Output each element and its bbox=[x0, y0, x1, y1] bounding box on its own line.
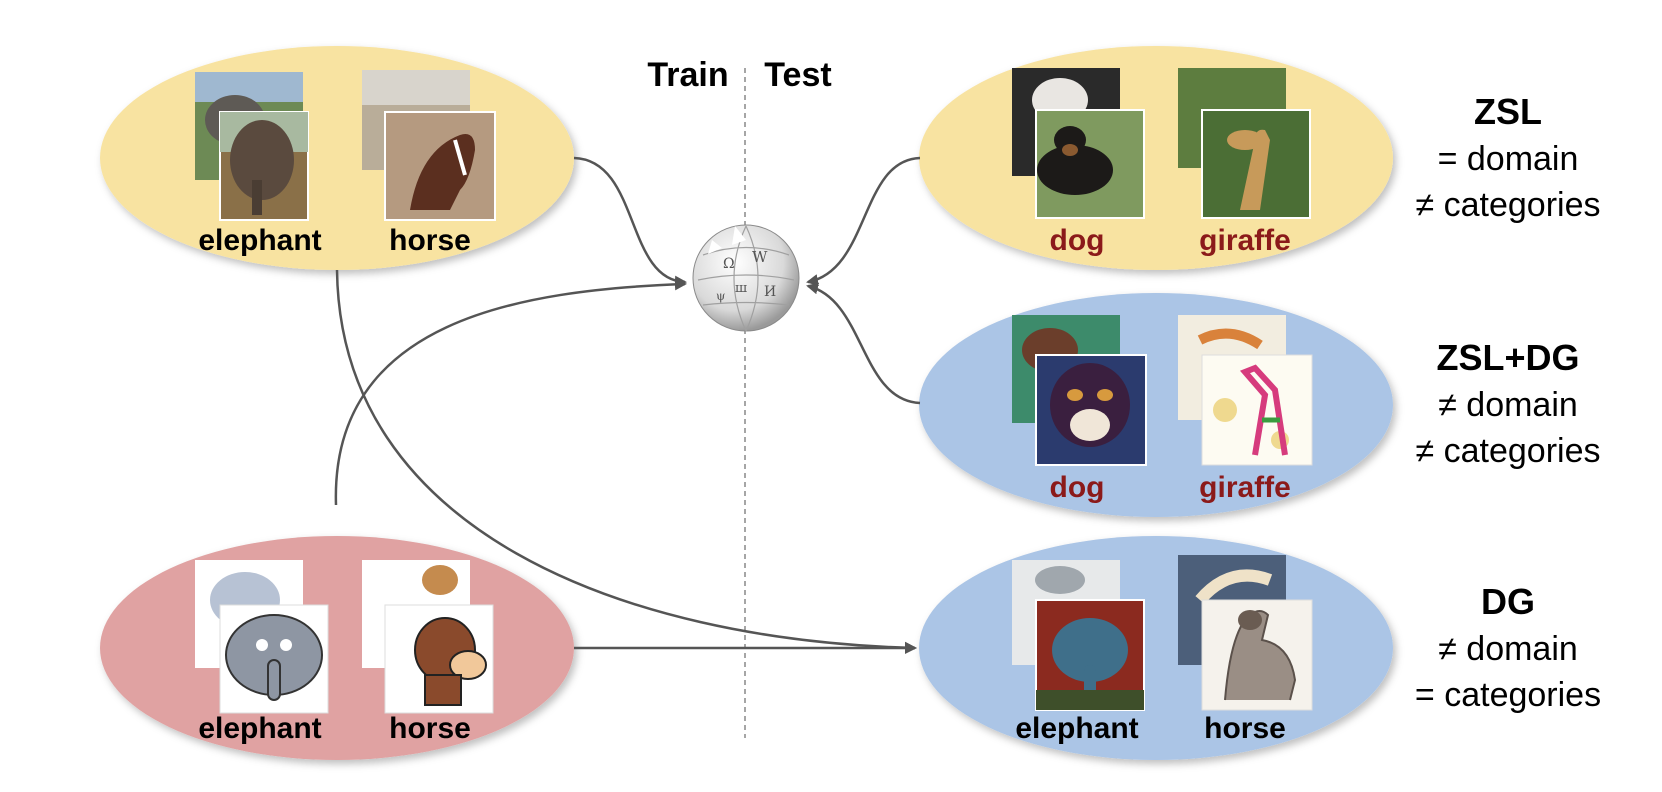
train-cartoon-label-elephant: elephant bbox=[198, 712, 321, 745]
train-cartoon-elephant-images bbox=[195, 560, 329, 714]
desc-zsl-line1: = domain bbox=[1438, 140, 1579, 178]
svg-text:ψ: ψ bbox=[716, 289, 725, 303]
test-zsl-dg-dog-images bbox=[1012, 315, 1147, 466]
test-dg-label-horse: horse bbox=[1204, 712, 1286, 745]
svg-text:W: W bbox=[752, 248, 768, 266]
desc-dg-title: DG bbox=[1481, 581, 1535, 622]
test-dg-label-elephant: elephant bbox=[1015, 712, 1138, 745]
test-zsl-giraffe-images bbox=[1178, 68, 1311, 219]
desc-dg-line1: ≠ domain bbox=[1438, 630, 1578, 668]
test-zsl-dog-images bbox=[1012, 68, 1145, 219]
desc-zsl-dg-title: ZSL+DG bbox=[1436, 337, 1579, 378]
desc-zsl-dg: ZSL+DG ≠ domain ≠ categories bbox=[1416, 337, 1601, 470]
train-label: Train bbox=[647, 56, 728, 94]
test-zsl-dg-label-giraffe: giraffe bbox=[1199, 471, 1291, 504]
desc-dg-line2: = categories bbox=[1415, 676, 1601, 714]
train-cartoon-group bbox=[100, 536, 574, 760]
test-zsl-label-dog: dog bbox=[1050, 224, 1105, 257]
test-label: Test bbox=[764, 56, 831, 94]
desc-zsl-dg-line2: ≠ categories bbox=[1416, 432, 1601, 470]
svg-text:ш: ш bbox=[735, 281, 747, 296]
arrow-test-zsl-to-wiki bbox=[806, 156, 921, 286]
desc-zsl-line2: ≠ categories bbox=[1416, 186, 1601, 224]
train-photo-horse-images bbox=[362, 70, 496, 221]
svg-text:Ω: Ω bbox=[723, 256, 735, 272]
test-zsl-group bbox=[919, 46, 1393, 270]
train-photo-label-elephant: elephant bbox=[198, 224, 321, 257]
desc-zsl: ZSL = domain ≠ categories bbox=[1416, 91, 1601, 224]
arrow-train-photo-to-test-dg bbox=[335, 269, 917, 654]
desc-zsl-dg-line1: ≠ domain bbox=[1438, 386, 1578, 424]
test-dg-elephant-images bbox=[1012, 560, 1145, 711]
wikipedia-globe-icon: Ω W ш И ψ bbox=[692, 224, 800, 332]
train-cartoon-horse-images bbox=[362, 560, 494, 714]
desc-zsl-title: ZSL bbox=[1474, 91, 1542, 132]
arrows bbox=[334, 156, 921, 654]
test-dg-horse-images bbox=[1178, 555, 1313, 711]
train-photo-group bbox=[100, 46, 574, 270]
arrow-test-zsl-dg-to-wiki bbox=[806, 282, 921, 405]
test-dg-group bbox=[919, 536, 1393, 760]
test-zsl-dg-group bbox=[919, 293, 1393, 517]
test-zsl-label-giraffe: giraffe bbox=[1199, 224, 1291, 257]
test-zsl-dg-giraffe-images bbox=[1178, 315, 1313, 466]
desc-dg: DG ≠ domain = categories bbox=[1415, 581, 1601, 714]
arrow-train-cartoon-to-wiki bbox=[334, 278, 687, 506]
train-photo-elephant-images bbox=[195, 72, 309, 221]
train-cartoon-label-horse: horse bbox=[389, 712, 471, 745]
test-zsl-dg-label-dog: dog bbox=[1050, 471, 1105, 504]
train-photo-label-horse: horse bbox=[389, 224, 471, 257]
arrow-train-photo-to-wiki bbox=[573, 156, 687, 288]
svg-text:И: И bbox=[764, 284, 776, 300]
